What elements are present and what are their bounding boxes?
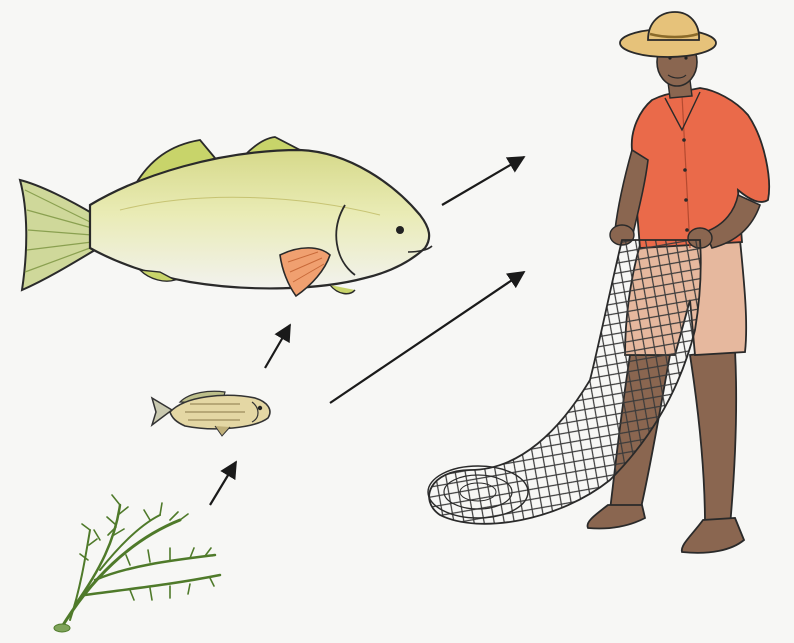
arrow-small-fish-to-large-fish [265,325,290,368]
large-fish-icon [20,137,432,296]
arrow-large-fish-to-fisherman [442,157,524,205]
fisherman-with-net-icon [428,12,769,553]
aquatic-plant-icon [54,495,220,632]
arrow-plant-to-small-fish [210,462,236,505]
small-fish-icon [152,391,270,436]
arrow-small-fish-to-fisherman [330,272,524,403]
